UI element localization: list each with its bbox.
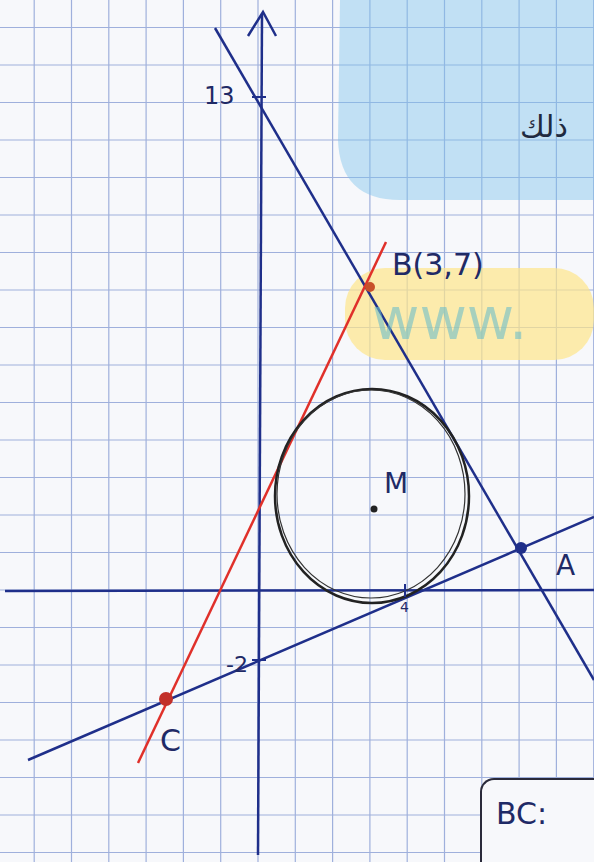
watermark-text: ذلك <box>520 112 568 142</box>
tick <box>252 659 266 661</box>
answer-text: BC: <box>496 796 547 831</box>
answer-box: BC: <box>480 778 594 862</box>
watermark-shape <box>338 0 594 200</box>
point-label: C <box>160 726 181 756</box>
x-axis <box>5 590 594 591</box>
line-bc <box>138 242 386 763</box>
point-label: A <box>556 552 575 580</box>
y-axis <box>258 14 262 855</box>
axis-value: -2 <box>226 654 248 676</box>
axis-arrow <box>248 12 276 36</box>
point-c <box>159 692 173 706</box>
watermark-text: www. <box>372 290 527 348</box>
point-label: B(3,7) <box>392 250 484 280</box>
watermark-band <box>345 268 594 360</box>
circle <box>277 390 465 598</box>
point-a <box>515 542 527 554</box>
axis-value: 13 <box>204 84 235 108</box>
tick <box>252 96 266 98</box>
circle <box>275 389 469 603</box>
tick <box>404 584 406 597</box>
line-ca <box>28 517 594 760</box>
point-label: M <box>384 470 408 498</box>
axis-value: 4 <box>400 600 409 614</box>
line-ab <box>215 28 594 680</box>
point-m <box>371 506 378 513</box>
